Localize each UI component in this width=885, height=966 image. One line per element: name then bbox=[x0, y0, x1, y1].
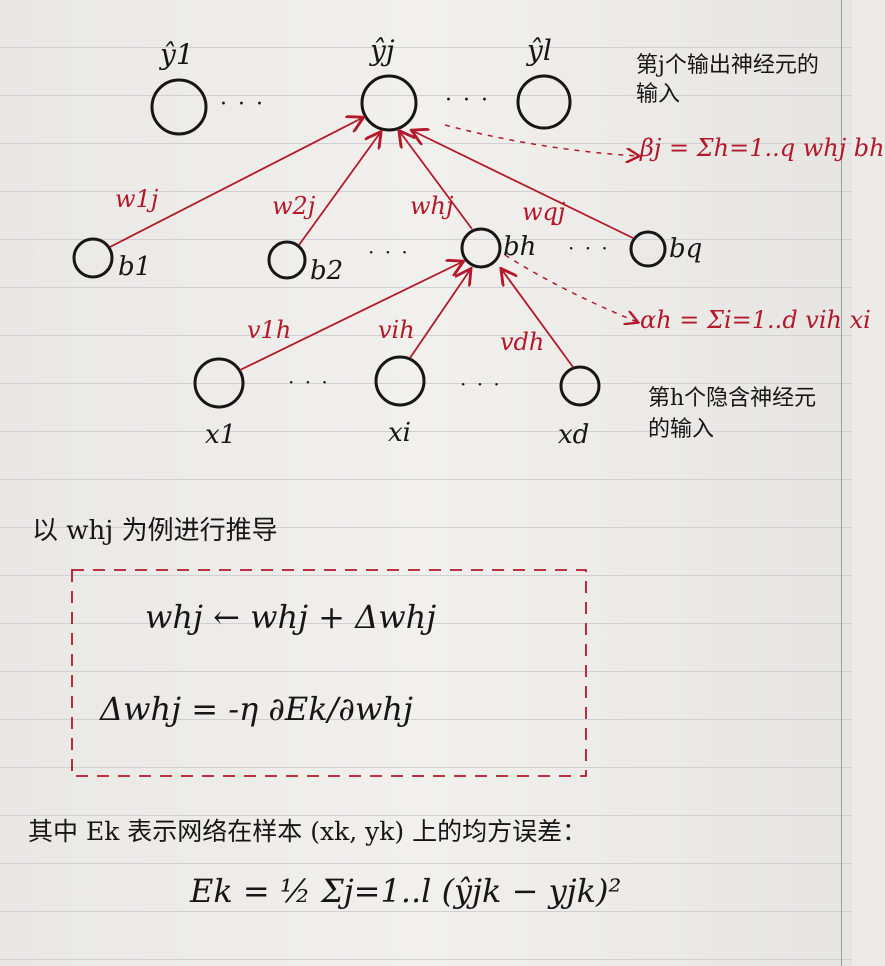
hidden-label-1: b1 bbox=[118, 252, 152, 282]
update-rule: whj ← whj + Δwhj bbox=[145, 598, 437, 636]
error-intro: 其中 Ek 表示网络在样本 (xk, yk) 上的均方误差： bbox=[28, 817, 588, 846]
edge-b1-yj bbox=[109, 118, 362, 248]
output-label-j: ŷj bbox=[370, 34, 395, 67]
output-label-1: ŷ1 bbox=[160, 38, 194, 71]
dashed-arrow-output bbox=[444, 124, 638, 156]
input-node-i bbox=[374, 355, 426, 407]
dashed-arrow-hidden bbox=[504, 254, 637, 322]
ellipsis-output-left: · · · bbox=[220, 92, 265, 117]
hidden-node-h bbox=[460, 227, 502, 269]
input-node-d bbox=[559, 365, 601, 407]
hidden-label-q: bq bbox=[669, 234, 703, 264]
output-label-l: ŷl bbox=[527, 34, 552, 67]
weight-label-v1h: v1h bbox=[247, 316, 292, 344]
weight-label-whj: whj bbox=[410, 192, 454, 220]
input-label-1: x1 bbox=[205, 420, 237, 450]
edge-xd-bh bbox=[502, 270, 574, 368]
output-input-annotation: 第j个输出神经元的输入 bbox=[636, 53, 819, 107]
beta-formula: βj = Σh=1..q whj bh bbox=[640, 134, 885, 162]
hidden-node-2 bbox=[267, 240, 307, 280]
hidden-label-2: b2 bbox=[310, 256, 344, 286]
edge-x1-bh bbox=[239, 262, 462, 371]
weight-label-vih: vih bbox=[378, 316, 415, 344]
weight-label-w1j: w1j bbox=[115, 185, 159, 213]
weight-label-w2j: w2j bbox=[272, 192, 316, 220]
margin-line bbox=[841, 0, 842, 966]
ellipsis-output-right: · · · bbox=[445, 88, 490, 113]
ellipsis-input-left: · · · bbox=[288, 370, 330, 394]
edge-b2-yj bbox=[298, 133, 380, 246]
output-node-j bbox=[360, 74, 418, 132]
hidden-node-q bbox=[629, 230, 667, 268]
output-node-1 bbox=[150, 78, 208, 136]
input-label-d: xd bbox=[558, 420, 590, 450]
hidden-input-annotation: 第h个隐含神经元的输入 bbox=[648, 386, 817, 442]
derivation-intro: 以 whj 为例进行推导 bbox=[32, 516, 278, 546]
delta-rule: Δwhj = -η ∂Ek/∂whj bbox=[100, 690, 413, 728]
formula-box bbox=[71, 569, 587, 777]
edge-xi-bh bbox=[409, 270, 470, 359]
notebook-paper bbox=[0, 0, 852, 966]
neural-network-diagram bbox=[71, 74, 667, 777]
output-node-l bbox=[516, 74, 572, 130]
weight-label-wqj: wqj bbox=[522, 198, 566, 226]
ellipsis-hidden-left: · · · bbox=[368, 240, 410, 264]
alpha-formula: αh = Σi=1..d vih xi bbox=[640, 306, 871, 334]
error-formula: Ek = ½ Σj=1..l (ŷjk − yjk)² bbox=[190, 872, 622, 910]
input-node-1 bbox=[193, 357, 245, 409]
ellipsis-input-right: · · · bbox=[460, 372, 502, 396]
input-label-i: xi bbox=[388, 418, 411, 448]
ellipsis-hidden-right: · · · bbox=[568, 236, 610, 260]
hidden-node-1 bbox=[72, 237, 114, 279]
edge-bq-yj bbox=[413, 131, 634, 239]
hidden-label-h: bh bbox=[503, 232, 537, 262]
edge-bh-yj bbox=[400, 132, 473, 230]
weight-label-vdh: vdh bbox=[500, 328, 545, 356]
